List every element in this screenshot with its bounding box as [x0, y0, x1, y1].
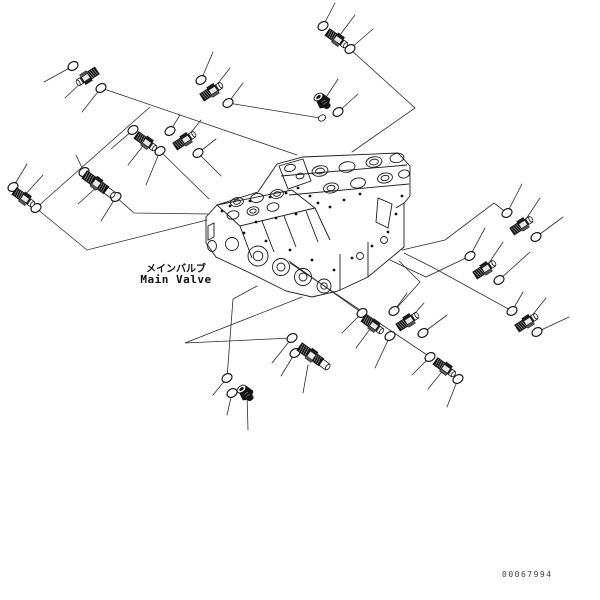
- leader-line: [536, 316, 570, 333]
- o-ring[interactable]: [529, 325, 545, 339]
- fitting-plug[interactable]: [10, 185, 38, 211]
- o-ring[interactable]: [65, 59, 81, 73]
- o-ring[interactable]: [499, 206, 515, 220]
- fitting-elbow[interactable]: [235, 382, 255, 403]
- connector-line: [389, 255, 471, 278]
- valve-label-english: Main Valve: [140, 273, 212, 286]
- drawing-number: 00067994: [502, 570, 553, 579]
- connector-line: [288, 260, 363, 314]
- connector-line: [159, 150, 210, 200]
- leader-line: [246, 393, 249, 431]
- connector-line: [100, 87, 298, 156]
- fitting-plug[interactable]: [171, 128, 199, 152]
- leader-line: [374, 335, 391, 369]
- fitting-plug[interactable]: [73, 65, 101, 89]
- o-ring[interactable]: [316, 113, 328, 123]
- main-valve-assembly[interactable]: [205, 152, 411, 298]
- o-ring[interactable]: [284, 331, 300, 345]
- fitting-plug[interactable]: [394, 309, 422, 333]
- leader-line: [498, 251, 531, 281]
- o-ring[interactable]: [462, 249, 478, 263]
- fitting-plug[interactable]: [508, 213, 536, 237]
- connector-line: [184, 296, 303, 344]
- o-ring[interactable]: [93, 81, 109, 95]
- o-ring[interactable]: [224, 386, 240, 400]
- leader-line: [302, 364, 309, 394]
- fitting-plug[interactable]: [323, 26, 351, 52]
- o-ring[interactable]: [386, 304, 402, 318]
- callout-lines: [12, 2, 570, 431]
- connector-line: [197, 152, 222, 177]
- o-ring[interactable]: [220, 96, 236, 110]
- o-ring[interactable]: [315, 19, 331, 33]
- o-ring[interactable]: [193, 73, 209, 87]
- fitting-adapter[interactable]: [295, 341, 334, 374]
- connector-line: [401, 202, 508, 251]
- connector-line: [35, 106, 151, 209]
- fitting-plug[interactable]: [132, 129, 160, 155]
- connector-line: [35, 207, 208, 251]
- o-ring[interactable]: [382, 329, 398, 343]
- connector-line: [349, 48, 416, 153]
- connector-line: [393, 260, 421, 312]
- fitting-plug[interactable]: [471, 257, 499, 281]
- o-ring[interactable]: [528, 230, 544, 244]
- o-ring[interactable]: [415, 326, 431, 340]
- leader-line: [145, 150, 161, 186]
- connector-line: [227, 102, 321, 119]
- fitting-plug[interactable]: [431, 355, 459, 381]
- valve-label-japanese: メインバルブ: [146, 264, 206, 275]
- connector-line: [115, 196, 210, 215]
- o-ring[interactable]: [219, 371, 235, 385]
- o-ring[interactable]: [162, 124, 178, 138]
- connector-line: [403, 252, 513, 312]
- connector-line: [226, 285, 258, 379]
- o-ring[interactable]: [504, 304, 520, 318]
